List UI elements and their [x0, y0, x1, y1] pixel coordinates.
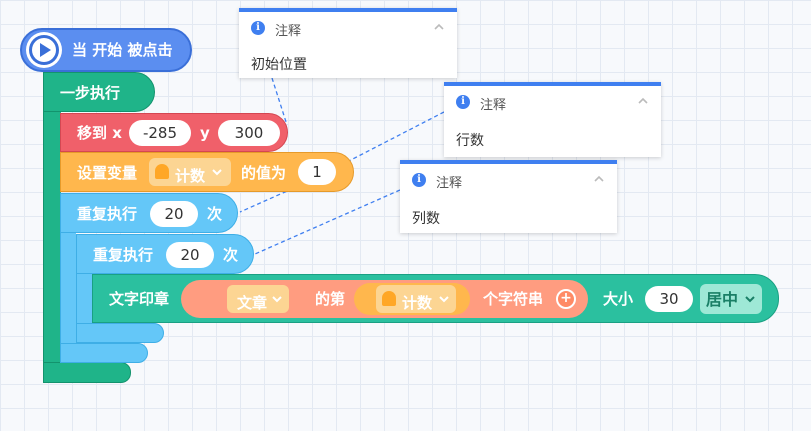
plus-icon[interactable]: + [556, 289, 576, 309]
size-label: 大小 [603, 290, 634, 308]
comment-header[interactable]: i 注释 [239, 12, 457, 42]
x-input[interactable]: -285 [129, 120, 191, 146]
string-source-value: 文章 [237, 294, 268, 312]
index-variable-dropdown[interactable]: 计数 [376, 285, 456, 313]
index-variable-value: 计数 [402, 294, 433, 312]
repeat-outer-label: 重复执行 [77, 205, 138, 223]
y-input[interactable]: 300 [218, 120, 280, 146]
comment-header[interactable]: i 注释 [444, 86, 661, 116]
comment-title: 注释 [436, 176, 463, 191]
chevron-up-icon[interactable] [593, 174, 605, 182]
string-source-dropdown[interactable]: 文章 [227, 285, 289, 313]
align-dropdown-value: 居中 [706, 290, 739, 309]
repeat-inner-label: 重复执行 [93, 246, 154, 264]
chevron-down-icon [212, 169, 222, 176]
size-input[interactable]: 30 [645, 286, 693, 312]
char-of-string-reporter[interactable]: 文章 的第 计数 个字符串 + [181, 280, 588, 318]
play-icon[interactable] [26, 32, 62, 68]
set-variable-block[interactable]: 设置变量 计数 的值为 1 [60, 152, 354, 192]
comment-text[interactable]: 列数 [412, 211, 440, 227]
comment-box-initial-position[interactable]: i 注释 初始位置 [239, 8, 457, 78]
comment-title: 注释 [275, 24, 302, 39]
text-stamp-label: 文字印章 [109, 290, 170, 308]
step-block-bottom [43, 362, 131, 383]
chevron-down-icon [272, 296, 282, 303]
repeat-inner-bottom [76, 323, 164, 343]
chevron-down-icon [745, 296, 755, 303]
of-index-label: 的第 [315, 290, 346, 308]
variable-icon [155, 164, 169, 179]
set-variable-label: 设置变量 [77, 164, 138, 182]
comment-text[interactable]: 初始位置 [251, 57, 307, 73]
repeat-outer-block[interactable]: 重复执行 20 次 [60, 193, 238, 233]
set-variable-to-label: 的值为 [241, 164, 287, 182]
hat-block-label: 当 开始 被点击 [72, 41, 173, 59]
comment-header[interactable]: i 注释 [400, 164, 617, 194]
move-block-label: 移到 x [77, 124, 122, 142]
variable-dropdown[interactable]: 计数 [149, 158, 231, 186]
char-string-label: 个字符串 [483, 290, 544, 308]
repeat-outer-bottom [60, 343, 148, 363]
info-icon: i [456, 95, 470, 109]
repeat-outer-arm [60, 232, 76, 344]
info-icon: i [251, 21, 265, 35]
repeat-inner-arm [76, 273, 92, 325]
move-to-xy-block[interactable]: 移到 x -285 y 300 [60, 113, 288, 152]
align-dropdown[interactable]: 居中 [700, 284, 762, 314]
chevron-up-icon[interactable] [433, 22, 445, 30]
variable-dropdown-value: 计数 [175, 167, 206, 185]
chevron-down-icon [439, 296, 449, 303]
comment-title: 注释 [480, 98, 507, 113]
repeat-inner-times-label: 次 [223, 246, 239, 264]
text-stamp-block[interactable]: 文字印章 文章 的第 计数 个字符串 + 大小 30 居中 [92, 274, 779, 323]
comment-box-columns[interactable]: i 注释 列数 [400, 160, 617, 233]
comment-text[interactable]: 行数 [456, 133, 484, 149]
step-execute-block[interactable]: 一步执行 [43, 72, 155, 112]
step-block-label: 一步执行 [60, 84, 121, 102]
repeat-outer-times-label: 次 [207, 205, 223, 223]
repeat-inner-count-input[interactable]: 20 [166, 242, 214, 268]
info-icon: i [412, 173, 426, 187]
repeat-inner-block[interactable]: 重复执行 20 次 [76, 234, 254, 274]
step-block-arm [43, 110, 61, 370]
variable-icon [382, 291, 396, 306]
variable-value-input[interactable]: 1 [298, 159, 336, 185]
repeat-outer-count-input[interactable]: 20 [150, 201, 198, 227]
chevron-up-icon[interactable] [637, 96, 649, 104]
when-start-clicked-block[interactable]: 当 开始 被点击 [20, 28, 192, 72]
y-label: y [200, 124, 210, 142]
comment-box-rows[interactable]: i 注释 行数 [444, 82, 661, 157]
